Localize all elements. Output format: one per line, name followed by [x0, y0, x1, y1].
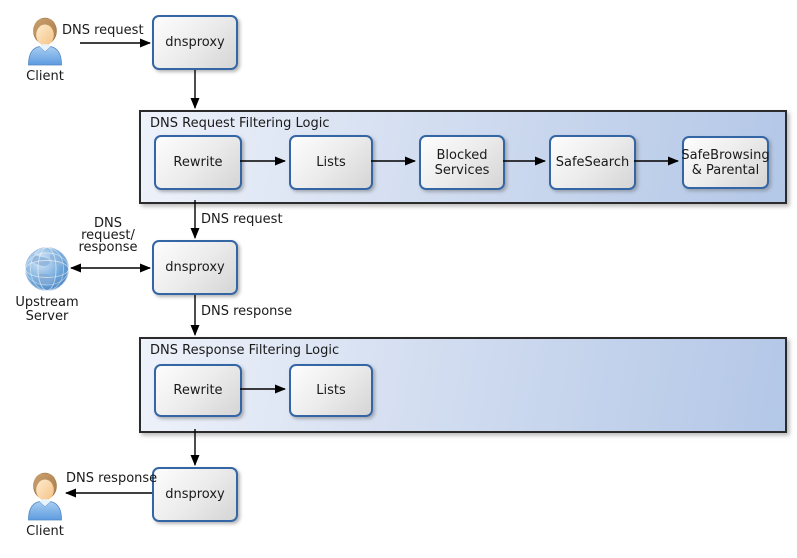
globe-icon	[25, 247, 69, 291]
step-response-lists: Lists	[289, 364, 373, 417]
label-dns-response-bottom: DNS response	[66, 471, 158, 486]
step-label: Rewrite	[173, 383, 223, 398]
label-dns-response-middle: DNS response	[201, 304, 293, 319]
client-top-label: Client	[26, 69, 64, 84]
label-dns-request-top: DNS request	[62, 23, 144, 38]
step-response-rewrite: Rewrite	[154, 364, 242, 417]
step-label: SafeSearch	[555, 155, 630, 170]
step-request-lists: Lists	[289, 135, 373, 190]
person-icon	[28, 17, 62, 66]
request-filtering-title: DNS Request Filtering Logic	[150, 116, 330, 131]
actor-client-top: Client	[13, 16, 77, 84]
container-response-filtering: DNS Response Filtering Logic Rewrite Lis…	[139, 337, 787, 433]
node-dnsproxy-middle: dnsproxy	[152, 240, 238, 295]
step-blocked-services: Blocked Services	[419, 135, 505, 190]
container-request-filtering: DNS Request Filtering Logic Rewrite List…	[139, 110, 787, 204]
client-bottom-label: Client	[26, 524, 64, 539]
actor-upstream-server: Upstream Server	[6, 246, 88, 324]
dnsproxy-top-label: dnsproxy	[165, 35, 225, 50]
node-dnsproxy-top: dnsproxy	[152, 15, 238, 70]
actor-client-bottom: Client	[13, 471, 77, 539]
step-safebrowsing-parental: SafeBrowsing & Parental	[681, 136, 770, 189]
dnsproxy-middle-label: dnsproxy	[165, 260, 225, 275]
step-label: Lists	[316, 383, 346, 398]
step-label: Blocked Services	[434, 147, 490, 178]
dnsproxy-bottom-label: dnsproxy	[165, 487, 225, 502]
response-filtering-title: DNS Response Filtering Logic	[150, 343, 340, 358]
step-request-rewrite: Rewrite	[154, 135, 242, 190]
node-dnsproxy-bottom: dnsproxy	[152, 467, 238, 522]
step-label: SafeBrowsing & Parental	[681, 147, 770, 178]
step-label: Lists	[316, 155, 346, 170]
upstream-server-label: Upstream Server	[15, 295, 79, 324]
person-icon	[28, 472, 62, 521]
label-dns-request-middle: DNS request	[201, 212, 283, 227]
step-safesearch: SafeSearch	[549, 135, 636, 190]
label-upstream-link: DNS request/ response	[78, 216, 138, 255]
step-label: Rewrite	[173, 155, 223, 170]
